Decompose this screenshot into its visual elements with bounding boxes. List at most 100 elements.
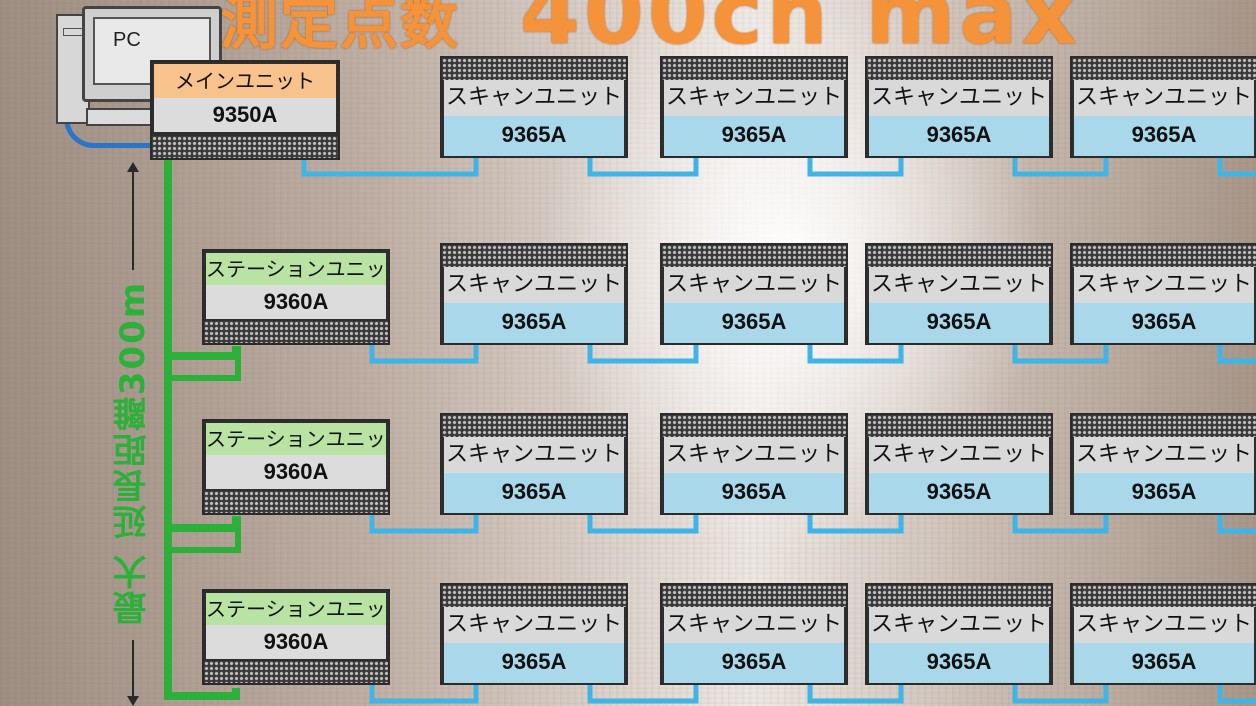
scan-unit-2-2-model: 9365A [664,303,844,343]
scan-unit-1-2-model: 9365A [664,116,844,156]
blue-link-row2-3 [1015,345,1106,361]
blue-link-row2-2 [810,345,901,361]
green-bus-station-2 [168,516,236,528]
scan-unit-1-4-grille [1072,58,1256,80]
scan-unit-4-4-label: スキャンユニット [1074,607,1254,643]
scan-unit-4-1-grille [442,585,626,607]
main-unit-label: メインユニット [154,64,336,98]
scan-unit-4-4-model: 9365A [1074,643,1254,683]
scan-unit-3-3-label: スキャンユニット [869,437,1049,473]
blue-link-row4-2 [810,685,901,701]
green-bus-station-3 [168,688,236,696]
scan-unit-3-2-label: スキャンユニット [664,437,844,473]
scan-unit-1-3-grille [867,58,1051,80]
blue-link-row1-3 [1015,158,1106,174]
scan-unit-1-3-label: スキャンユニット [869,80,1049,116]
blue-link-row4-3 [1015,685,1106,701]
scan-unit-3-1-label: スキャンユニット [444,437,624,473]
blue-link-row2-1 [590,345,696,361]
scan-unit-4-2-label: スキャンユニット [664,607,844,643]
main-unit-grille [152,136,338,158]
scan-unit-2-2-label: スキャンユニット [664,267,844,303]
scan-unit-2-2-grille [662,245,846,267]
scan-unit-3-4-label: スキャンユニット [1074,437,1254,473]
scan-unit-2-3-grille [867,245,1051,267]
scan-unit-4-1-label: スキャンユニット [444,607,624,643]
scan-unit-2-3-label: スキャンユニット [869,267,1049,303]
scan-unit-1-2-grille [662,58,846,80]
scan-unit-4-3-label: スキャンユニット [869,607,1049,643]
main-unit-model: 9350A [154,98,336,132]
blue-link-row3-end [1220,515,1256,531]
station-unit-3-label: ステーションユニット [206,423,386,455]
blue-link-row3-1 [590,515,696,531]
scan-unit-1-4: スキャンユニット9365A [1070,56,1256,158]
scan-unit-3-1-model: 9365A [444,473,624,513]
station-unit-3-grille [204,491,388,513]
scan-unit-3-4-grille [1072,415,1256,437]
scan-unit-3-1-grille [442,415,626,437]
scan-unit-3-2-grille [662,415,846,437]
green-bus-station-2b [168,516,238,550]
scan-unit-4-3-model: 9365A [869,643,1049,683]
distance-label: 最大 延長距離300m [108,278,158,628]
scan-unit-1-1-label: スキャンユニット [444,80,624,116]
pc-label: PC [113,29,141,52]
scan-unit-3-4-model: 9365A [1074,473,1254,513]
scan-unit-2-4-label: スキャンユニット [1074,267,1254,303]
blue-link-row4-end [1220,685,1256,701]
station-unit-4-label: ステーションユニット [206,593,386,625]
distance-arrow-up-icon [132,170,134,270]
scan-unit-2-3-model: 9365A [869,303,1049,343]
blue-link-row1-1 [590,158,696,174]
scan-unit-2-1-model: 9365A [444,303,624,343]
scan-unit-2-1-grille [442,245,626,267]
green-bus-station-1 [168,346,236,356]
distance-arrow-down-icon [132,640,134,698]
blue-link-row4-1 [590,685,696,701]
scan-unit-1-4-model: 9365A [1074,116,1254,156]
green-bus-station-1b [168,346,238,378]
blue-link-row1-2 [810,158,901,174]
station-unit-2-label: ステーションユニット [206,253,386,285]
scan-unit-2-4-model: 9365A [1074,303,1254,343]
blue-link-row3-3 [1015,515,1106,531]
station-unit-4-grille [204,661,388,683]
scan-unit-3-3-grille [867,415,1051,437]
scan-unit-1-3-model: 9365A [869,116,1049,156]
blue-link-row1-end [1220,158,1256,174]
scan-unit-1-1-grille [442,58,626,80]
scan-unit-4-2-model: 9365A [664,643,844,683]
main-unit: メインユニット 9350A [150,60,340,160]
scan-unit-1-4-label: スキャンユニット [1074,80,1254,116]
scan-unit-3-3-model: 9365A [869,473,1049,513]
scan-unit-3-2-model: 9365A [664,473,844,513]
scan-unit-4-4-grille [1072,585,1256,607]
station-unit-2-model: 9360A [206,285,386,319]
scan-unit-4-1-model: 9365A [444,643,624,683]
scan-unit-4-3-grille [867,585,1051,607]
station-unit-4: ステーションユニット9360A [202,589,390,685]
blue-link-row3-2 [810,515,901,531]
station-unit-2-grille [204,321,388,343]
scan-unit-1-2-label: スキャンユニット [664,80,844,116]
scan-unit-1-1-model: 9365A [444,116,624,156]
blue-link-row2-end [1220,345,1256,361]
station-unit-3-model: 9360A [206,455,386,489]
scan-unit-2-4-grille [1072,245,1256,267]
